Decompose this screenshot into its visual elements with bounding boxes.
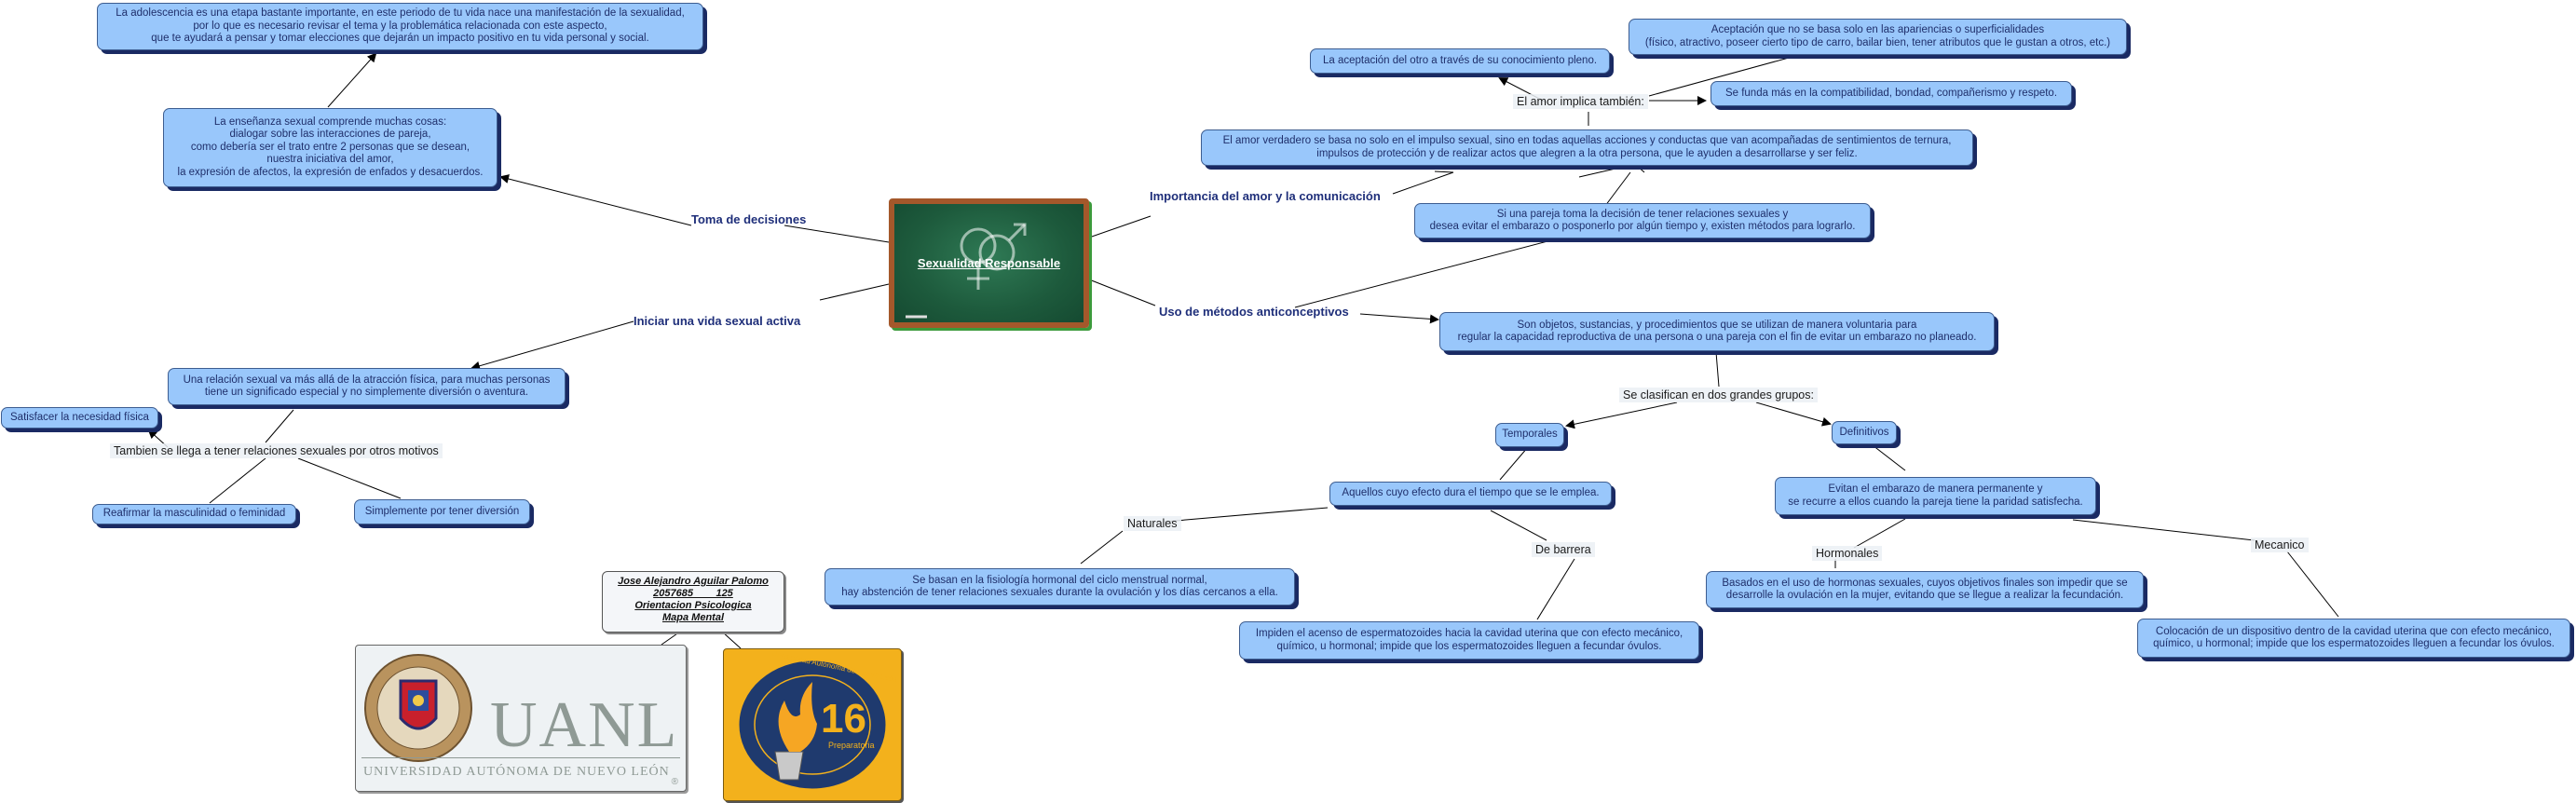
node-aceptacion-apariencias[interactable]: Aceptación que no se basa solo en las ap… [1629, 19, 2127, 55]
branch-label-amor: Importancia del amor y la comunicación [1150, 189, 1381, 203]
author-id: 2057685 125 [653, 588, 733, 599]
node-efecto-tiempo[interactable]: Aquellos cuyo efecto dura el tiempo que … [1329, 482, 1612, 506]
node-satisfacer[interactable]: Satisfacer la necesidad física [1, 407, 158, 429]
label-amor-implica: El amor implica también: [1513, 94, 1648, 109]
prepa-emblem-icon [736, 658, 889, 792]
node-dispositivo[interactable]: Colocación de un dispositivo dentro de l… [2137, 619, 2570, 658]
label-naturales: Naturales [1124, 516, 1181, 531]
uanl-initials: UANL [490, 689, 679, 761]
central-topic-blackboard[interactable]: Sexualidad Responsable [889, 198, 1089, 328]
node-diversion[interactable]: Simplemente por tener diversión [354, 499, 530, 524]
uanl-seal-icon [364, 654, 472, 762]
node-compatibilidad[interactable]: Se funda más en la compatibilidad, bonda… [1711, 81, 2072, 106]
gender-symbols-icon [906, 223, 1027, 319]
node-evitan[interactable]: Evitan el embarazo de manera permanente … [1775, 477, 2096, 515]
node-definitivos[interactable]: Definitivos [1832, 421, 1897, 444]
node-temporales[interactable]: Temporales [1495, 423, 1564, 447]
prepa-word: Preparatoria [828, 741, 875, 750]
node-pareja[interactable]: Si una pareja toma la decisión de tener … [1414, 203, 1871, 238]
label-clasifican: Se clasifican en dos grandes grupos: [1619, 388, 1818, 402]
label-mecanico: Mecanico [2251, 538, 2309, 552]
node-hormonas[interactable]: Basados en el uso de hormonas sexuales, … [1706, 571, 2144, 608]
label-hormonales: Hormonales [1812, 546, 1883, 561]
node-relacion[interactable]: Una relación sexual va más allá de la at… [168, 368, 566, 405]
label-otros-motivos: Tambien se llega a tener relaciones sexu… [110, 443, 443, 458]
author-name: Jose Alejandro Aguilar Palomo [618, 576, 769, 587]
node-amor-verdadero[interactable]: El amor verdadero se basa no solo en el … [1201, 129, 1973, 166]
node-impiden[interactable]: Impiden el acenso de espermatozoides hac… [1239, 621, 1699, 660]
node-fisiologia[interactable]: Se basan en la fisiología hormonal del c… [825, 568, 1295, 606]
branch-label-anticonceptivos: Uso de métodos anticonceptivos [1159, 305, 1349, 319]
node-ensenanza[interactable]: La enseñanza sexual comprende muchas cos… [163, 108, 497, 187]
author-subject: Orientacion Psicologica [634, 600, 752, 611]
central-topic-title: Sexualidad Responsable [917, 256, 1061, 270]
node-adolescencia[interactable]: La adolescencia es una etapa bastante im… [97, 3, 703, 50]
branch-label-toma-de-decisiones: Toma de decisiones [691, 212, 807, 226]
registered-mark-icon: ® [671, 777, 678, 787]
label-de-barrera: De barrera [1532, 542, 1595, 557]
author-info-box: Jose Alejandro Aguilar Palomo 2057685 12… [602, 571, 784, 633]
branch-label-vida-sexual: Iniciar una vida sexual activa [634, 314, 801, 328]
uanl-full-name: UNIVERSIDAD AUTÓNOMA DE NUEVO LEÓN [363, 765, 670, 779]
preparatoria-16-logo: 16 Preparatoria Universidad Autónoma de … [723, 648, 902, 801]
uanl-logo: UANL UNIVERSIDAD AUTÓNOMA DE NUEVO LEÓN … [355, 645, 687, 792]
author-assignment: Mapa Mental [661, 612, 724, 623]
prepa-number: 16 [821, 696, 866, 742]
node-objetos[interactable]: Son objetos, sustancias, y procedimiento… [1439, 312, 1995, 351]
node-aceptacion-otro[interactable]: La aceptación del otro a través de su co… [1310, 48, 1610, 74]
node-reafirmar[interactable]: Reafirmar la masculinidad o feminidad [92, 504, 296, 524]
